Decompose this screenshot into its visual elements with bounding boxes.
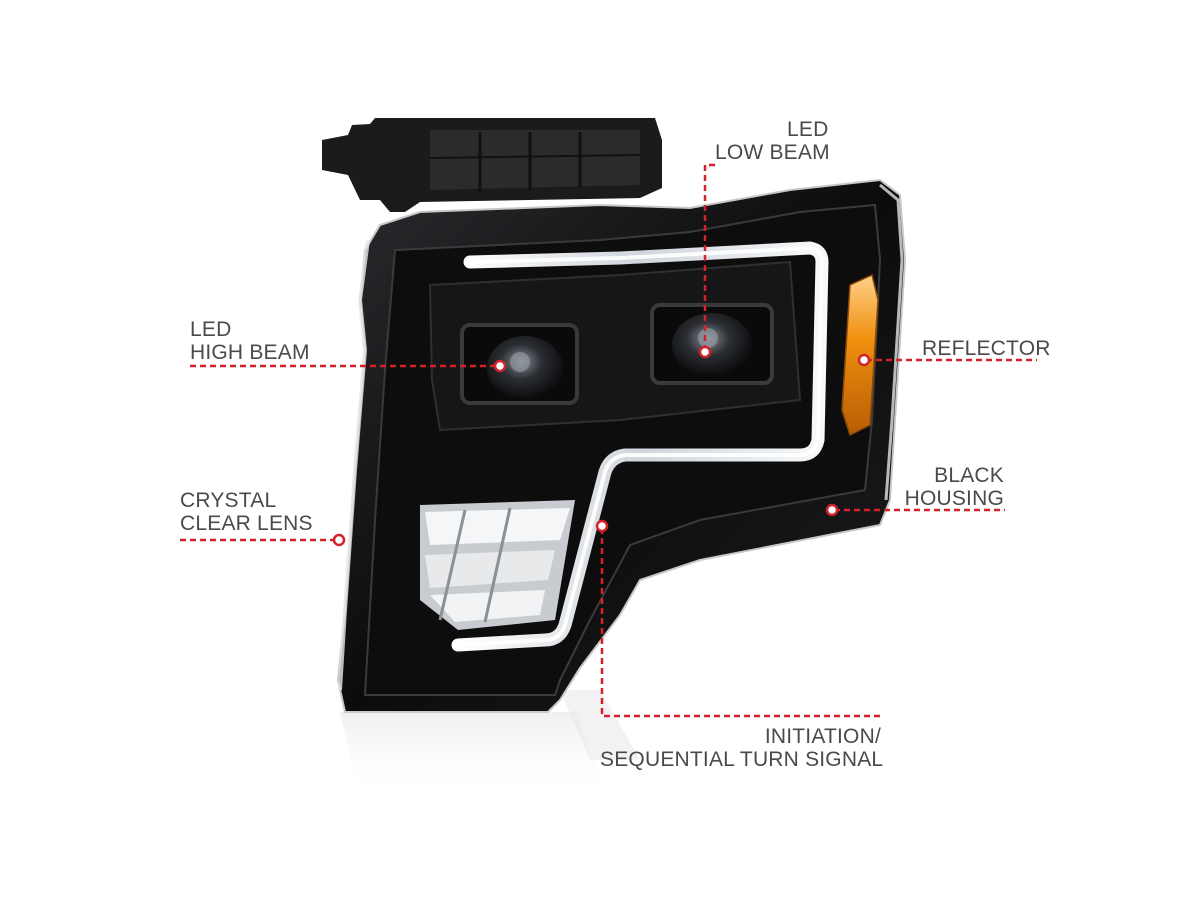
callout-crystal-clear-lens: CRYSTAL CLEAR LENS bbox=[180, 489, 313, 535]
mounting-bracket bbox=[322, 118, 662, 212]
floor-reflection bbox=[340, 690, 640, 800]
turn-signal-marker bbox=[595, 519, 609, 533]
callout-reflector: REFLECTOR bbox=[922, 337, 1051, 360]
high-beam-marker bbox=[493, 359, 507, 373]
lens-marker bbox=[332, 533, 346, 547]
amber-reflector bbox=[841, 273, 879, 437]
callout-lines bbox=[180, 163, 1037, 718]
reflector-marker bbox=[857, 353, 871, 367]
projector-cluster bbox=[428, 260, 802, 432]
callout-led-high-beam: LED HIGH BEAM bbox=[190, 318, 310, 364]
low-beam-marker bbox=[698, 345, 712, 359]
callout-black-housing: BLACK HOUSING bbox=[904, 464, 1004, 510]
callout-markers bbox=[332, 345, 871, 547]
turn-signal-section bbox=[420, 500, 575, 630]
callout-led-low-beam: LED LOW BEAM bbox=[715, 118, 830, 164]
housing-marker bbox=[825, 503, 839, 517]
led-drl-bar bbox=[451, 241, 829, 652]
callout-turn-signal: INITIATION/ SEQUENTIAL TURN SIGNAL bbox=[600, 725, 884, 771]
